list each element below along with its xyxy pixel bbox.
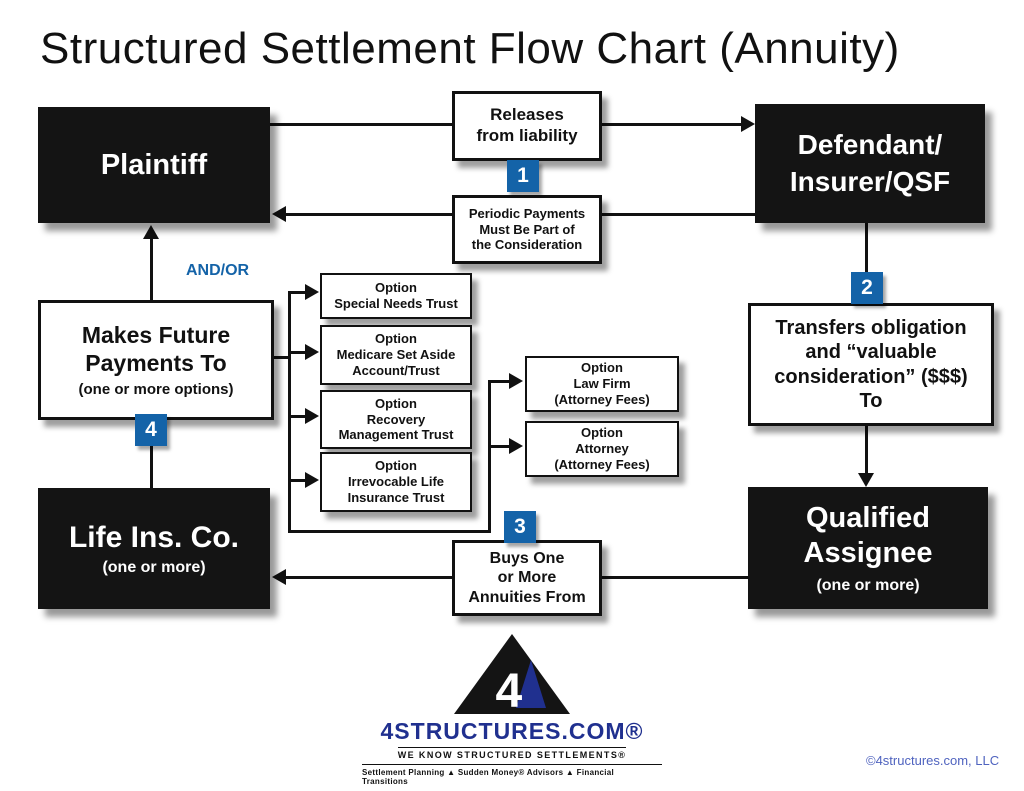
periodic-line3: the Consideration [471,237,583,253]
connector-attorney-vertical [488,380,491,532]
step-4-badge: 4 [135,414,167,446]
arrowhead-right-medicare [305,344,319,360]
defendant-box: Defendant/ Insurer/QSF [755,104,985,223]
connector-option-attorney [488,445,510,448]
option-recovery-name1: Recovery [366,411,426,427]
arrowhead-left-lifeins [272,569,286,585]
periodic-payments-box: Periodic Payments Must Be Part of the Co… [452,195,602,264]
connector-defendant-down [865,223,868,305]
option-attorney-box: Option Attorney (Attorney Fees) [525,421,679,477]
life-ins-label: Life Ins. Co. [68,520,239,554]
buys-line1: Buys One [489,549,565,567]
defendant-line2: Insurer/QSF [789,165,951,197]
option-irrevocable-name2: Insurance Trust [347,489,445,505]
option-irrevocable-box: Option Irrevocable Life Insurance Trust [320,452,472,512]
connector-options-bottom [288,530,491,533]
arrowhead-right-recovery [305,408,319,424]
option-lawfirm-fees: (Attorney Fees) [554,391,650,407]
option-label: Option [375,458,417,474]
step-2-badge: 2 [851,272,883,304]
connector-option-irrevocable [288,479,306,482]
logo-tagline: WE KNOW STRUCTURED SETTLEMENTS® [397,747,627,760]
logo-services: Settlement Planning ▲ Sudden Money® Advi… [362,764,662,786]
logo-triangle-icon: 4 [454,634,570,718]
page-title: Structured Settlement Flow Chart (Annuit… [40,24,900,73]
transfers-line1: Transfers obligation [775,316,967,339]
option-label: Option [375,331,417,347]
connector-options-vertical [288,291,291,532]
connector-option-special [288,291,306,294]
releases-line2: from liability [476,126,578,145]
option-label: Option [581,425,623,441]
makes-future-sub: (one or more options) [78,380,234,398]
logo-triangle-blue [516,660,546,708]
buys-annuities-box: Buys One or More Annuities From [452,540,602,616]
qualified-line2: Assignee [803,537,933,570]
releases-line1: Releases [490,105,564,125]
option-label: Option [375,280,417,296]
qualified-sub: (one or more) [816,576,920,594]
option-special-name: Special Needs Trust [334,296,458,311]
option-attorney-name: Attorney [575,441,629,457]
arrowhead-right-lawfirm [509,373,523,389]
and-or-label: AND/OR [186,262,250,279]
plaintiff-label: Plaintiff [100,148,208,181]
plaintiff-box: Plaintiff [38,107,270,223]
arrowhead-down-qualified [858,473,874,487]
option-medicare-name1: Medicare Set Aside [336,347,456,363]
buys-line3: Annuities From [468,588,586,606]
connector-makesfuture-up [150,238,153,301]
periodic-line2: Must Be Part of [479,221,575,237]
connector-transfers-down [865,420,868,475]
logo-block: 4 4STRUCTURES.COM® WE KNOW STRUCTURED SE… [362,634,662,786]
life-ins-box: Life Ins. Co. (one or more) [38,488,270,609]
logo-numeral: 4 [495,665,523,718]
option-recovery-name2: Management Trust [338,427,454,443]
option-lawfirm-name: Law Firm [573,376,631,392]
makes-future-line1: Makes Future [81,321,231,348]
option-lawfirm-box: Option Law Firm (Attorney Fees) [525,356,679,412]
transfers-line3: consideration” ($$$) [774,365,968,388]
transfers-line4: To [859,389,883,412]
arrowhead-right-irrevocable [305,472,319,488]
arrowhead-up-plaintiff [143,225,159,239]
connector-makesfuture-stub [268,356,290,359]
makes-future-box: Makes Future Payments To (one or more op… [38,300,274,420]
option-label: Option [581,360,623,376]
life-ins-sub: (one or more) [102,558,206,576]
option-label: Option [375,395,417,411]
periodic-line1: Periodic Payments [468,205,586,221]
defendant-line1: Defendant/ [797,129,943,161]
releases-box: Releases from liability [452,91,602,161]
logo-brand-text: 4STRUCTURES.COM® [380,718,644,744]
option-irrevocable-name1: Irrevocable Life [347,474,445,490]
step-1-badge: 1 [507,160,539,192]
option-medicare-name2: Account/Trust [352,362,440,378]
transfers-box: Transfers obligation and “valuable consi… [748,303,994,426]
connector-makesfuture-to-lifeins [150,414,153,489]
option-medicare-box: Option Medicare Set Aside Account/Trust [320,325,472,385]
connector-option-recovery [288,415,306,418]
arrowhead-right-defendant [741,116,755,132]
connector-option-medicare [288,351,306,354]
buys-line2: or More [497,569,557,587]
arrowhead-left-plaintiff [272,206,286,222]
makes-future-line2: Payments To [85,349,227,376]
option-attorney-fees: (Attorney Fees) [554,456,650,472]
qualified-line1: Qualified [805,501,931,534]
qualified-assignee-box: Qualified Assignee (one or more) [748,487,988,609]
transfers-line2: and “valuable [805,341,937,364]
option-recovery-box: Option Recovery Management Trust [320,390,472,449]
arrowhead-right-attorney [509,438,523,454]
step-3-badge: 3 [504,511,536,543]
copyright-text: ©4structures.com, LLC [866,753,1000,768]
option-special-needs-box: Option Special Needs Trust [320,273,472,319]
connector-option-lawfirm [488,380,510,383]
logo-triangle-black [454,634,570,714]
arrowhead-right-special [305,284,319,300]
